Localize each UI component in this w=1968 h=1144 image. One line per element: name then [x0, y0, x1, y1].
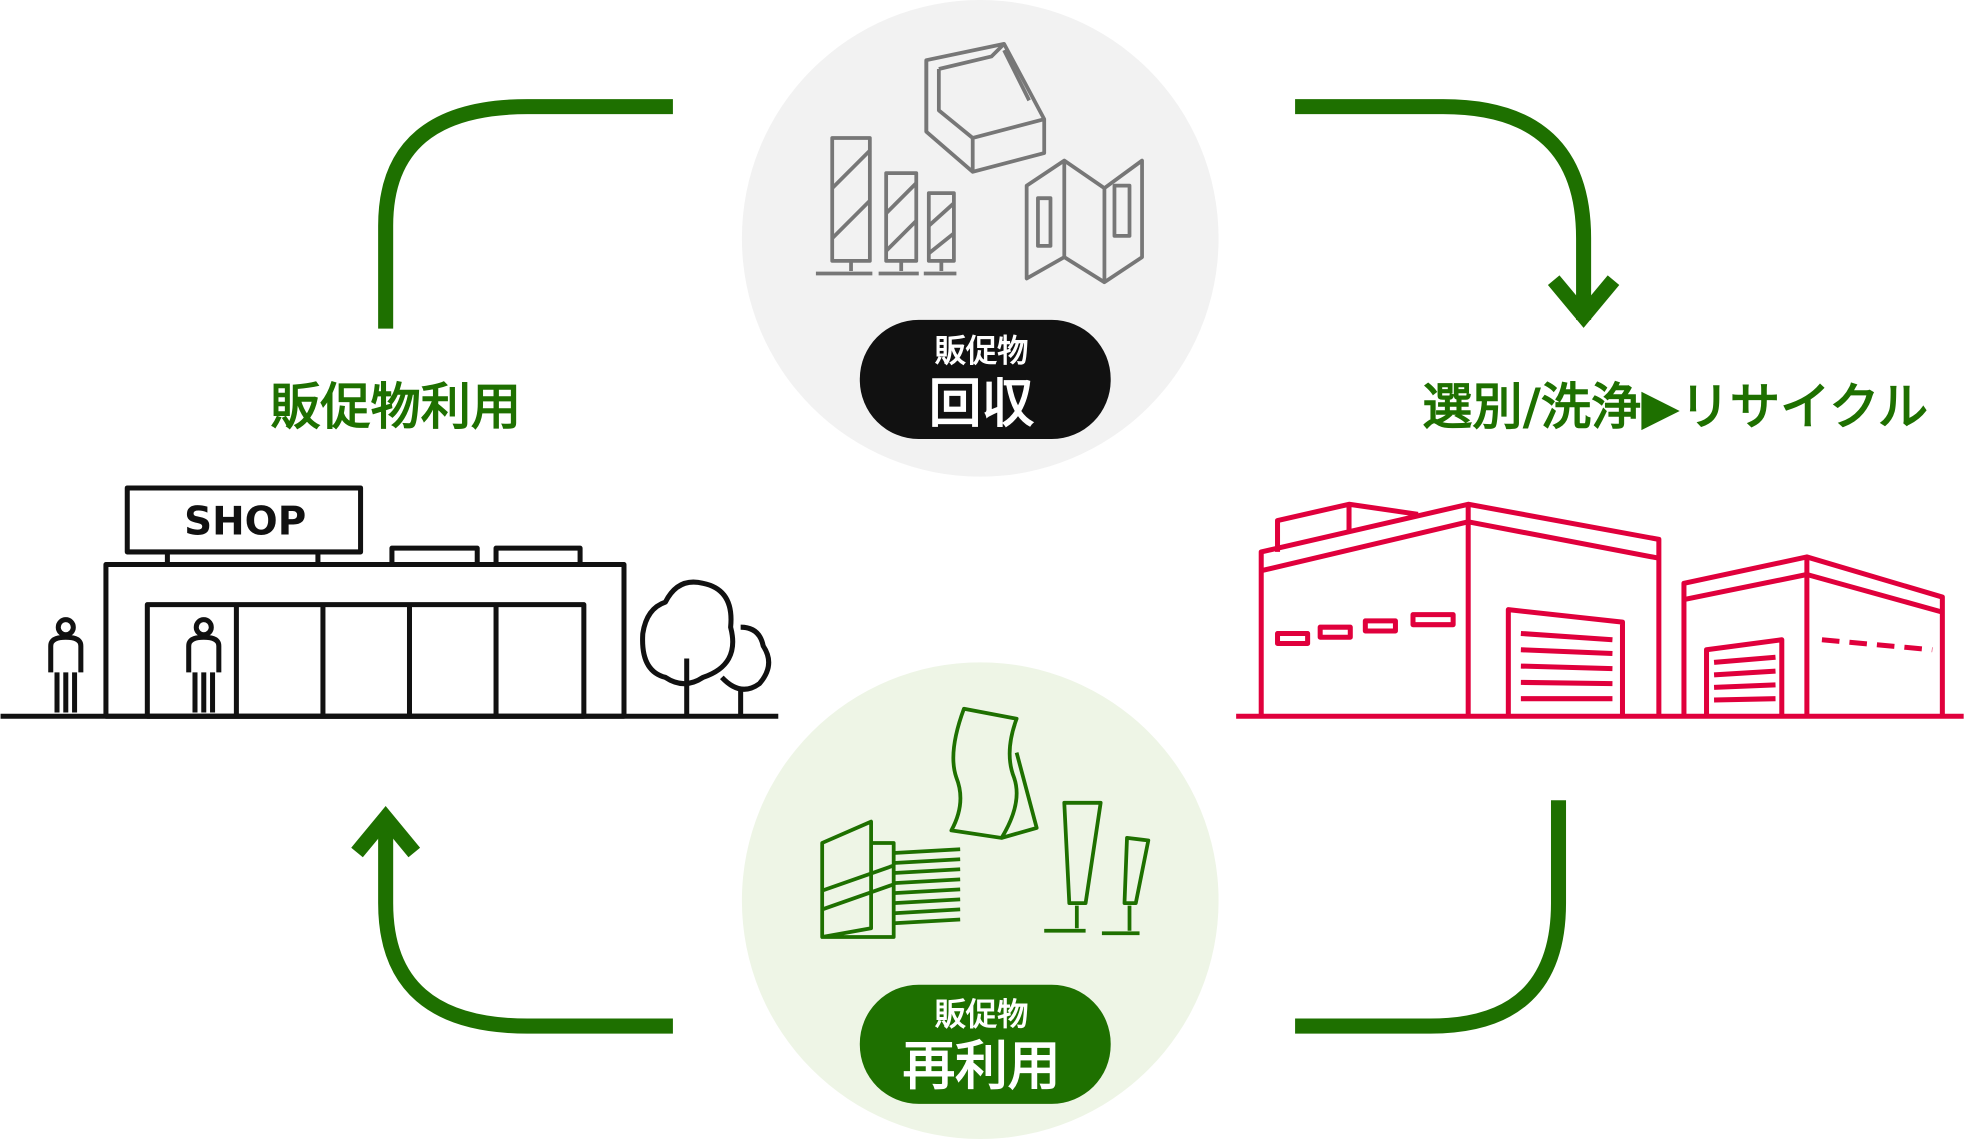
shop-illustration [0, 485, 779, 719]
shop-sign-text: SHOP [184, 499, 306, 544]
arrow-bottom-right [1295, 800, 1567, 1034]
badge-reuse-large: 再利用 [902, 1036, 1060, 1097]
badge-reuse-small: 販促物 [934, 997, 1028, 1033]
cycle-arrows [351, 99, 1620, 1034]
used-promo-items-icon [815, 42, 1144, 285]
arrow-top-right [1295, 99, 1592, 320]
badge-collect-small: 販促物 [934, 333, 1028, 369]
arrowhead-down-icon [1547, 275, 1620, 328]
label-promo-use: 販促物利用 [270, 377, 521, 436]
badge-reuse: 販促物 再利用 [859, 984, 1111, 1104]
reused-promo-items-icon [820, 706, 1151, 939]
label-sort-wash-recycle: 選別/洗浄▶リサイクル [1422, 377, 1928, 436]
factory-illustration [1236, 501, 1964, 719]
person-icon [186, 617, 222, 713]
arrowhead-up-icon [351, 806, 421, 858]
arrow-top-left [378, 99, 673, 329]
badge-collect-large: 回収 [929, 373, 1035, 434]
arrow-bottom-left [378, 815, 673, 1034]
badge-collect: 販促物 回収 [859, 319, 1111, 440]
tree-icon [640, 579, 772, 717]
person-icon [48, 617, 84, 713]
